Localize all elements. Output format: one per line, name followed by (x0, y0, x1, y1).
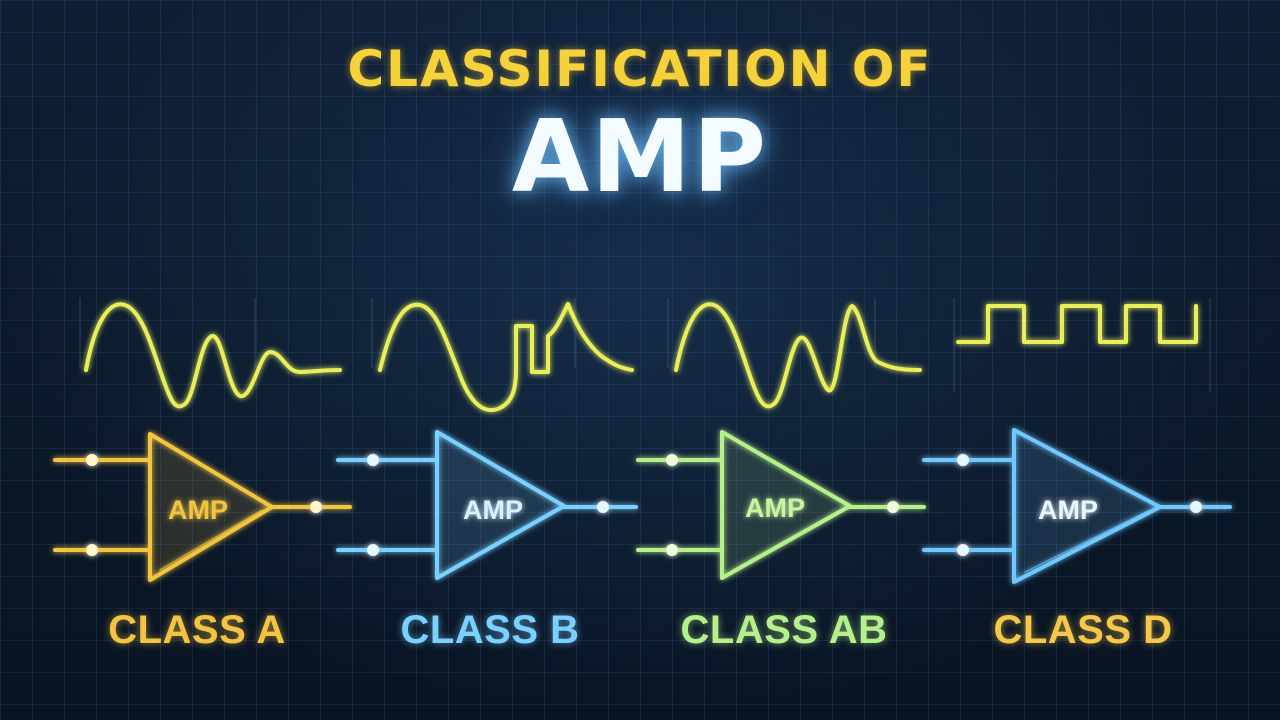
class-label-ab: CLASS AB (680, 608, 888, 652)
frame-a (79, 298, 256, 368)
terminal-dot-icon (597, 501, 609, 513)
terminal-dot-icon (86, 454, 98, 466)
waveform-ab-icon (674, 302, 922, 409)
amplifier-triangle-icon (1012, 428, 1162, 584)
triangle-inner-edge (159, 509, 263, 571)
terminal-dot-icon (957, 454, 969, 466)
terminal-dot-icon (1190, 501, 1202, 513)
waveform-b-icon (378, 302, 634, 413)
amp-symbol-label-ab: AMP (745, 493, 805, 523)
amplifier-b: AMP (336, 430, 638, 580)
triangle-inner-edge (732, 509, 841, 571)
amplifier-triangle-icon (435, 430, 566, 580)
amp-symbol-label-d: AMP (1038, 495, 1098, 525)
class-label-d: CLASS D (993, 608, 1173, 652)
amplifier-triangle-icon (720, 430, 852, 580)
terminal-dot-icon (957, 544, 969, 556)
waveform-d-icon (956, 304, 1198, 344)
amp-symbol-label-a: AMP (168, 495, 228, 525)
terminal-dot-icon (310, 501, 322, 513)
terminal-dot-icon (666, 544, 678, 556)
frame-b (371, 298, 576, 368)
amplifier-ab: AMP (636, 430, 926, 580)
amplifier-a: AMP (53, 432, 352, 582)
terminal-dot-icon (666, 454, 678, 466)
class-label-a: CLASS A (108, 608, 286, 652)
terminal-dot-icon (887, 501, 899, 513)
amp-symbol-label-b: AMP (463, 495, 523, 525)
terminal-dot-icon (367, 454, 379, 466)
frame-d (953, 298, 1211, 392)
triangle-inner-edge (1024, 509, 1151, 573)
amplifier-triangle-icon (148, 432, 274, 582)
waveform-frames (79, 298, 1211, 392)
class-label-b: CLASS B (400, 608, 580, 652)
triangle-inner-edge (447, 509, 555, 571)
terminal-dot-icon (86, 544, 98, 556)
amplifier-d: AMP (922, 428, 1232, 584)
terminal-dot-icon (367, 544, 379, 556)
title-line-2: AMP (511, 98, 769, 215)
title-line-1: CLASSIFICATION OF (347, 40, 933, 98)
waveform-a-icon (84, 302, 342, 409)
